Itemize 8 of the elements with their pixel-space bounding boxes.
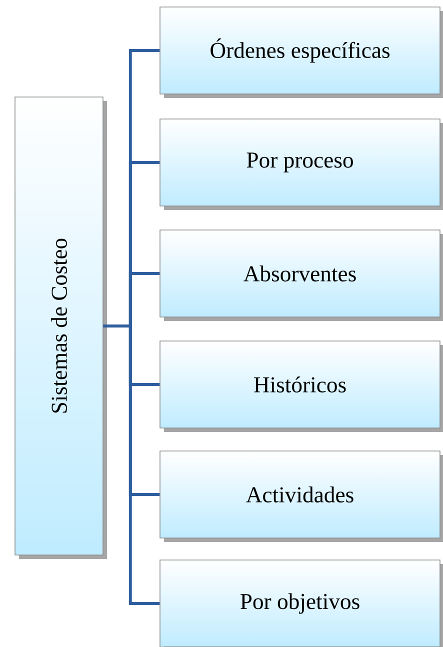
item-box: Históricos (160, 340, 443, 432)
item-box: Absorventes (160, 230, 443, 321)
item-box: Por objetivos (160, 560, 443, 647)
item-box: Actividades (160, 450, 443, 542)
item-box: Por proceso (160, 118, 443, 210)
connector (103, 324, 160, 605)
category-box: Sistemas de Costeo (14, 96, 107, 559)
item-box: Órdenes específicas (160, 6, 443, 98)
